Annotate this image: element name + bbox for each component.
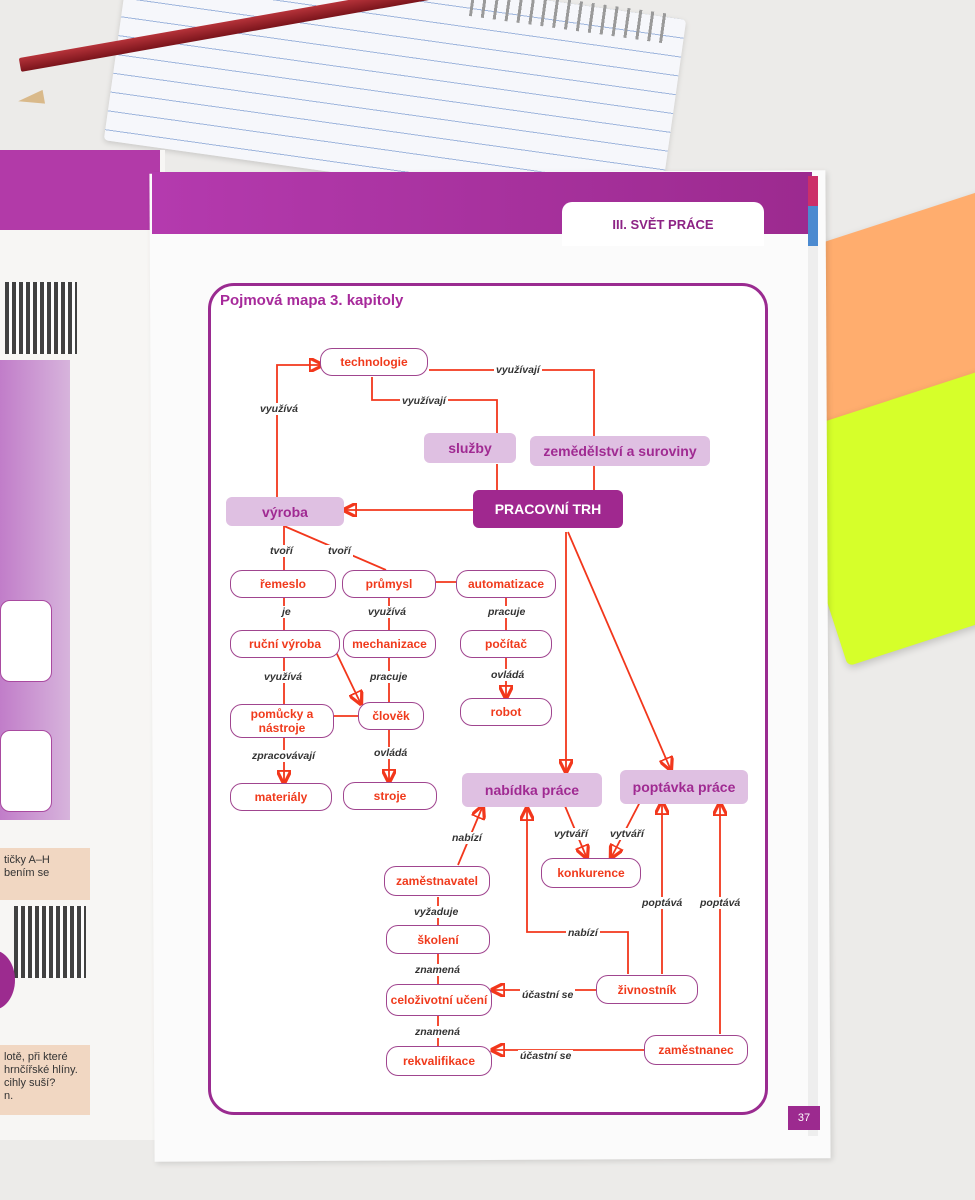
node-remeslo: řemeslo: [230, 570, 336, 598]
node-zemedelstvi: zemědělství a suroviny: [530, 436, 710, 466]
node-automatizace: automatizace: [456, 570, 556, 598]
node-prumysl: průmysl: [342, 570, 436, 598]
node-pomucky: pomůcky a nástroje: [230, 704, 334, 738]
link-label: tvoří: [326, 545, 353, 557]
left-page-box: [0, 600, 52, 682]
node-poptavka-prace: poptávka práce: [620, 770, 748, 804]
link-label: tvoří: [268, 545, 295, 557]
node-celozivotni-uceni: celoživotní učení: [386, 984, 492, 1016]
link-label: účastní se: [518, 1050, 574, 1062]
node-mechanizace: mechanizace: [343, 630, 436, 658]
link-label: vyžaduje: [412, 906, 461, 918]
node-vyroba: výroba: [226, 497, 344, 526]
link-label: nabízí: [450, 832, 484, 844]
node-zivnostnik: živnostník: [596, 975, 698, 1004]
link-label: ovládá: [372, 747, 410, 759]
link-label: využívá: [262, 671, 304, 683]
node-materialy: materiály: [230, 783, 332, 811]
node-robot: robot: [460, 698, 552, 726]
node-clovek: člověk: [358, 702, 424, 730]
qr-code-top: [5, 282, 77, 354]
link-label: pracuje: [368, 671, 410, 683]
node-rekvalifikace: rekvalifikace: [386, 1046, 492, 1076]
node-sluzby: služby: [424, 433, 516, 463]
left-page-circle: [0, 950, 15, 1010]
link-label: poptává: [698, 897, 743, 909]
node-nabidka-prace: nabídka práce: [462, 773, 602, 807]
link-label: ovládá: [489, 669, 527, 681]
link-label: poptává: [640, 897, 685, 909]
left-page-note: tičky A–H bením se: [0, 848, 90, 900]
qr-code-bottom: [14, 906, 86, 978]
link-label: nabízí: [566, 927, 600, 939]
node-skoleni: školení: [386, 925, 490, 954]
link-trh-poptavka: [567, 531, 670, 768]
node-konkurence: konkurence: [541, 858, 641, 888]
chapter-tab: III. SVĚT PRÁCE: [562, 202, 764, 246]
link-label: využívají: [400, 395, 448, 407]
node-pracovni-trh: PRACOVNÍ TRH: [473, 490, 623, 528]
link-label: znamená: [413, 1026, 462, 1038]
node-rucni-vyroba: ruční výroba: [230, 630, 340, 658]
page-number: 37: [788, 1106, 820, 1130]
link-label: je: [280, 606, 293, 618]
link-label: pracuje: [486, 606, 528, 618]
left-page-note: lotě, při které hrnčířské hlíny. cihly s…: [0, 1045, 90, 1115]
left-note-text: lotě, při které hrnčířské hlíny. cihly s…: [4, 1051, 78, 1102]
link-rucni-clovek: [335, 651, 360, 702]
concept-map-title: Pojmová mapa 3. kapitoly: [220, 292, 404, 309]
link-label: využívají: [494, 364, 542, 376]
link-label: zpracovávají: [250, 750, 318, 762]
link-vyroba-technologie: [276, 365, 320, 497]
left-page-box: [0, 730, 52, 812]
link-label: vytváří: [608, 828, 646, 840]
node-zamestnavatel: zaměstnavatel: [384, 866, 490, 896]
page-edge-strip: [808, 176, 818, 1136]
left-note-text: tičky A–H bením se: [4, 854, 50, 879]
link-technologie-zemedelstvi: [429, 369, 595, 437]
node-technologie: technologie: [320, 348, 428, 376]
node-stroje: stroje: [343, 782, 437, 810]
link-label: vytváří: [552, 828, 590, 840]
left-page-header-band: [0, 150, 160, 230]
link-label: využívá: [366, 606, 408, 618]
node-pocitac: počítač: [460, 630, 552, 658]
link-label: účastní se: [520, 989, 576, 1001]
link-label: znamená: [413, 964, 462, 976]
node-zamestnanec: zaměstnanec: [644, 1035, 748, 1065]
link-label: využívá: [258, 403, 300, 415]
